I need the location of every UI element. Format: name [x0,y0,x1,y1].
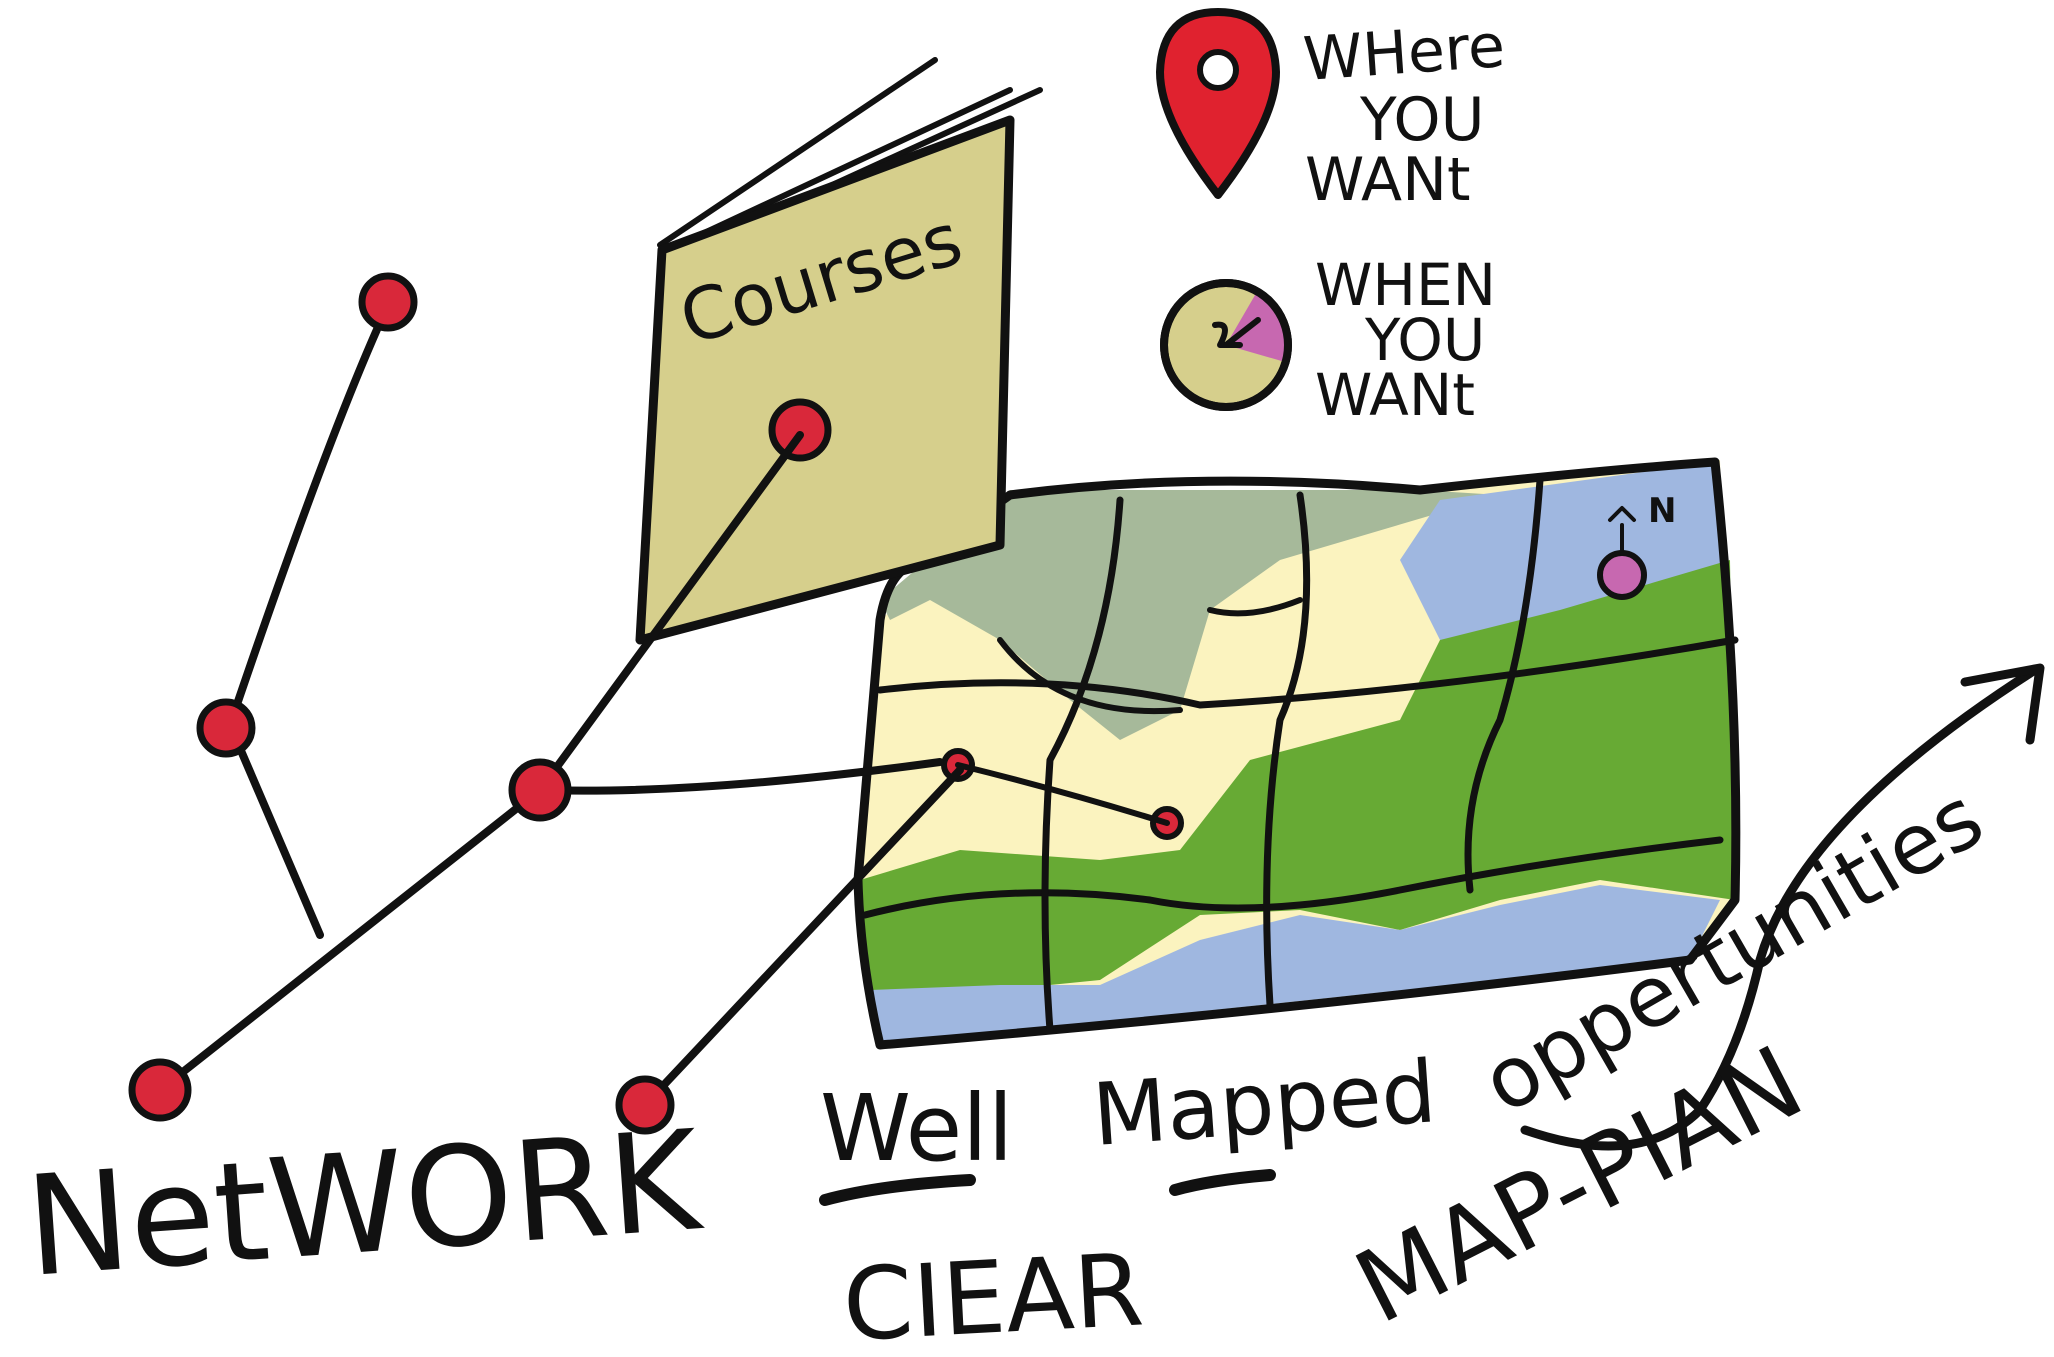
map-pin-icon [1156,8,1280,199]
compass-north-label: N [1648,491,1676,531]
well-label: Well [820,1075,1013,1182]
mapped-label: Mapped [1089,1042,1439,1166]
curved-arrow-icon [1520,665,2040,1151]
network-node-bottom [615,1075,675,1135]
network-node-bottom-left [128,1058,192,1122]
compass-north-icon: N [1597,491,1676,600]
when-line-2: YOU [1364,306,1485,374]
clear-label: CIEAR [840,1231,1146,1357]
book-cover [635,115,1015,645]
when-line-1: WHEN [1315,251,1496,319]
map-region-blue-bottom [870,885,1720,1045]
clock-icon [1160,279,1292,411]
folded-map-icon: N [853,457,1741,1050]
where-line-1: WHere [1301,11,1507,95]
where-line-2: YOU [1359,85,1485,155]
well-underline [819,1174,976,1206]
where-line-3: WANt [1305,145,1471,215]
courses-node [768,398,832,462]
network-node-left [196,698,256,758]
when-line-3: WANt [1315,361,1475,429]
network-label: NetWORK [21,1100,708,1308]
network-node-hub [508,758,572,822]
map-region-sage [880,490,1500,740]
network-graph [128,272,964,1135]
mapped-underline [1169,1169,1276,1196]
network-node-top [358,272,418,332]
book-icon: Courses [635,57,1043,645]
